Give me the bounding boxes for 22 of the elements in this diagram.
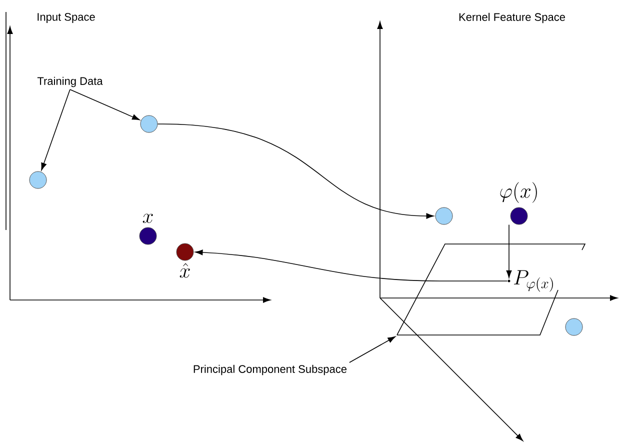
math-label: $P_{\varphi(x)}$ <box>514 270 553 292</box>
data-point <box>510 207 528 225</box>
projection-point <box>508 280 510 282</box>
data-point <box>435 207 453 225</box>
data-point <box>29 171 47 189</box>
arrow <box>157 124 434 219</box>
arrow <box>70 89 140 120</box>
space-title: Input Space <box>38 13 95 23</box>
data-point <box>140 115 158 133</box>
arrow <box>506 224 512 278</box>
text-label: Principal Component Subspace <box>194 364 347 376</box>
subspace-plane <box>396 244 586 336</box>
data-point <box>139 227 157 245</box>
math-label: $x$ <box>142 214 153 224</box>
arrow <box>41 89 70 170</box>
math-label: $\varphi(x)$ <box>500 182 537 203</box>
text-label: Training Data <box>37 76 103 88</box>
space-title: Kernel Feature Space <box>459 12 565 24</box>
arrow <box>195 250 508 282</box>
arrow <box>349 336 396 363</box>
data-point <box>176 243 194 261</box>
math-label: $\hat{x}$ <box>180 263 190 278</box>
